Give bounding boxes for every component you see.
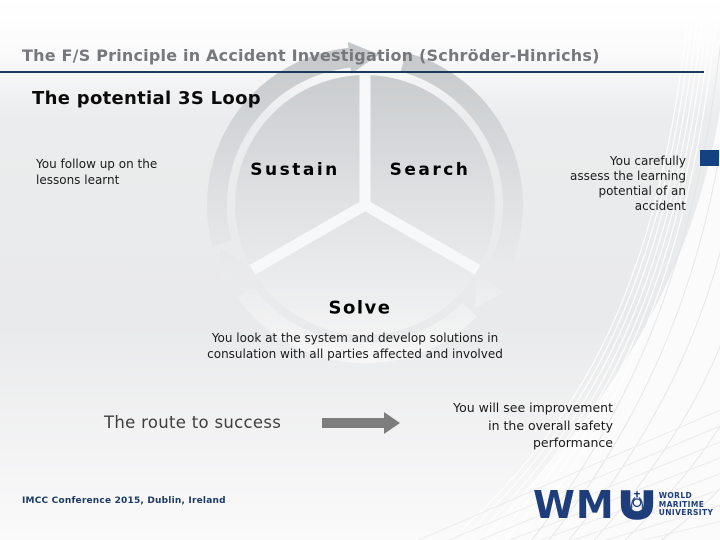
loop-diagram [206,41,523,364]
loop-segment-label-search: Search [389,160,471,180]
wmu-acronym: WM [533,483,615,527]
title-underline [0,71,704,73]
note-line: potential of an [598,184,686,198]
corner-accent-square [700,150,719,166]
sustain-note: You follow up on the lessons learnt [36,157,157,188]
slide-title: The F/S Principle in Accident Investigat… [22,46,600,65]
wordmark-line: WORLD [658,490,693,500]
note-line: You follow up on the [36,157,158,171]
note-line: performance [532,435,613,450]
slide-subtitle: The potential 3S Loop [32,88,261,109]
footer-credit: IMCC Conference 2015, Dublin, Ireland [22,496,226,506]
solve-note: You look at the system and develop solut… [165,331,545,362]
wordmark-line: UNIVERSITY [658,508,714,518]
note-line: accident [634,199,686,213]
loop-pie [235,75,495,335]
note-line: assess the learning [569,169,686,183]
wordmark-line: MARITIME [658,499,705,509]
loop-segment-label-solve: Solve [328,297,392,319]
note-line: lessons learnt [36,172,120,187]
wmu-emblem-icon [620,489,653,520]
loop-ring [206,47,523,364]
note-line: in the overall safety [488,417,613,433]
route-label: The route to success [104,413,282,432]
outcome-note: You will see improvement in the overall … [453,399,613,452]
loop-arrowheads [220,41,505,309]
note-line: You carefully [609,154,686,168]
loop-segment-label-sustain: Sustain [250,160,340,180]
wmu-wordmark: WORLD MARITIME UNIVERSITY [658,490,714,518]
right-arrow-icon [322,412,400,434]
note-line: You will see improvement [453,400,613,415]
search-note: You carefully assess the learning potent… [570,154,686,214]
note-line: You look at the system and develop solut… [211,331,499,345]
note-line: consulation with all parties affected an… [207,346,503,361]
wmu-logo: WM WORLD MARITIME UNIVERSITY [533,483,714,527]
